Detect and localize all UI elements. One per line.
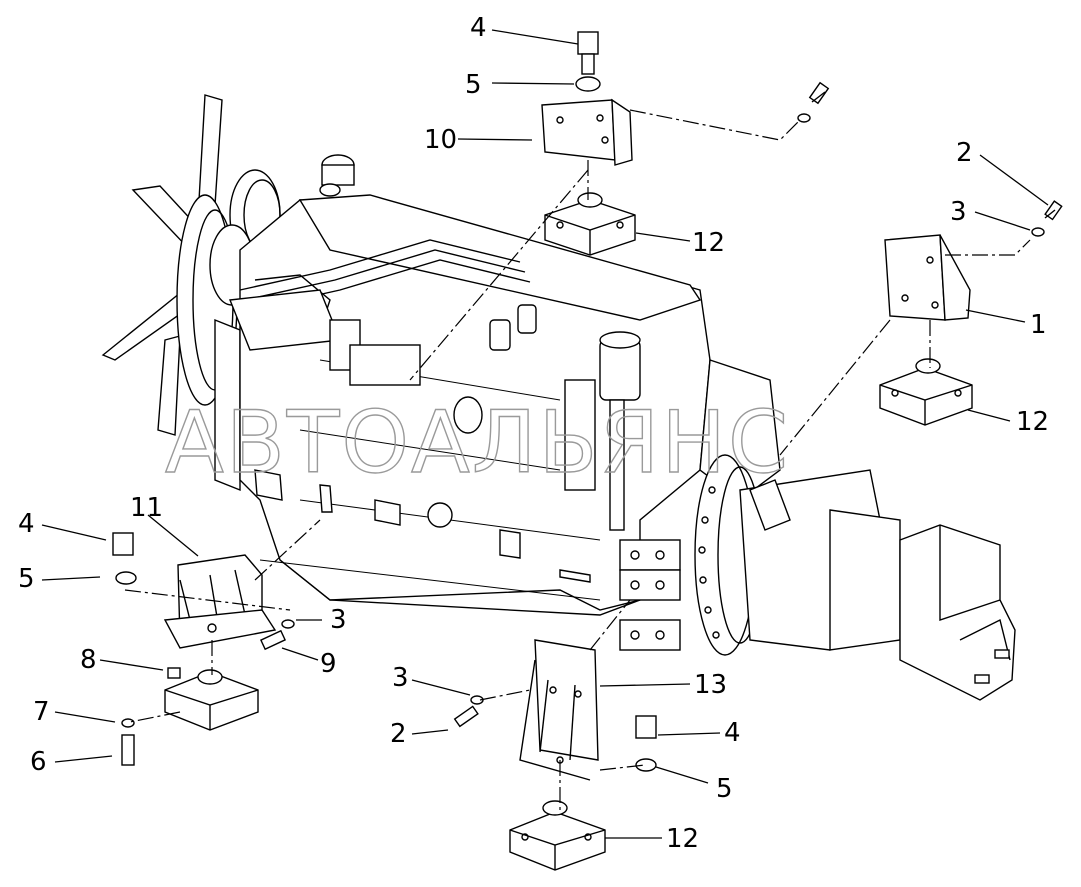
callout-12-top: 12 xyxy=(692,228,725,258)
callout-8: 8 xyxy=(80,645,97,675)
callout-3-right: 3 xyxy=(950,197,967,227)
mount-pad-12-top xyxy=(544,192,636,256)
callout-5-bottom: 5 xyxy=(716,774,733,804)
callout-2-bottom: 2 xyxy=(390,719,407,749)
callout-6: 6 xyxy=(30,747,47,777)
mount-pad-12-bottom xyxy=(509,800,606,871)
callout-4-left: 4 xyxy=(18,509,35,539)
callout-7: 7 xyxy=(33,697,50,727)
callout-10: 10 xyxy=(424,125,457,155)
assembly-centerlines xyxy=(124,109,1031,810)
mount-pad-12-left xyxy=(121,667,259,766)
bracket-10 xyxy=(541,31,633,166)
callout-5-left: 5 xyxy=(18,564,35,594)
callout-2-right: 2 xyxy=(956,138,973,168)
bolt-top-right xyxy=(797,81,830,123)
callout-12-bottom: 12 xyxy=(666,824,699,854)
callout-11: 11 xyxy=(130,493,163,523)
leader-lines xyxy=(41,29,1049,839)
watermark-text: АВТОАЛЬЯНС xyxy=(165,393,790,493)
callout-1: 1 xyxy=(1030,310,1047,340)
bracket-1 xyxy=(884,200,1063,321)
bracket-13 xyxy=(453,639,657,781)
engine-block xyxy=(209,154,781,656)
mount-pad-12-right xyxy=(879,358,973,426)
callout-5-top: 5 xyxy=(465,70,482,100)
gearbox-housing xyxy=(739,469,1016,701)
callout-3-left: 3 xyxy=(330,605,347,635)
callout-9: 9 xyxy=(320,649,337,679)
callout-3-bottom: 3 xyxy=(392,663,409,693)
callout-12-right: 12 xyxy=(1016,407,1049,437)
callout-labels: 4 5 10 12 2 3 1 12 11 4 5 3 9 8 7 6 3 2 … xyxy=(18,13,1049,854)
callout-4-top: 4 xyxy=(470,13,487,43)
callout-13: 13 xyxy=(694,670,727,700)
bracket-11 xyxy=(112,532,295,651)
callout-4-bottom: 4 xyxy=(724,718,741,748)
